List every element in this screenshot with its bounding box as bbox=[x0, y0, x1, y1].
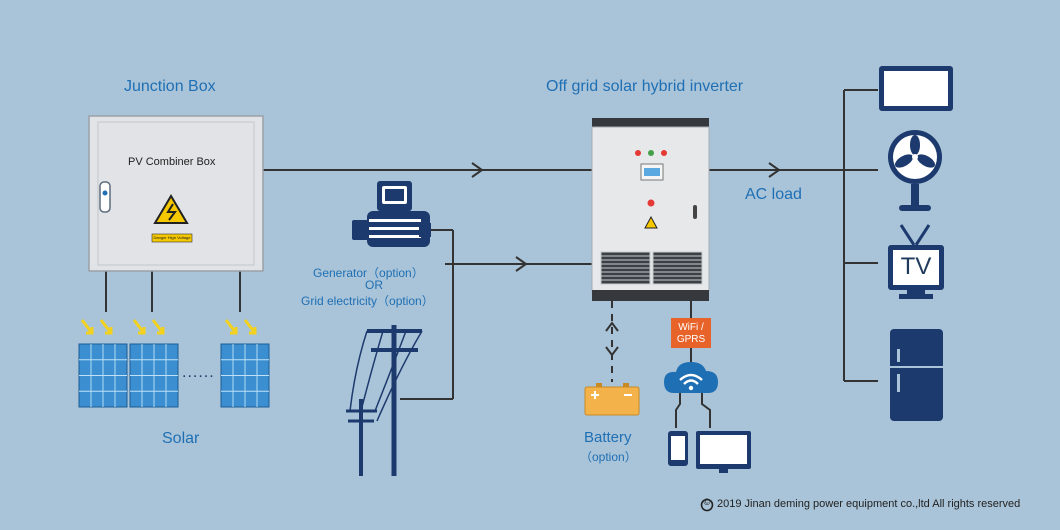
computer-icon bbox=[696, 431, 751, 473]
indicator-red bbox=[635, 150, 641, 156]
copyright-text: 2019 Jinan deming power equipment co.,lt… bbox=[717, 498, 1021, 510]
solar-label: Solar bbox=[162, 430, 200, 447]
generator-icon bbox=[352, 181, 431, 247]
warning-icon bbox=[153, 194, 189, 224]
junction-box-title: Junction Box bbox=[124, 78, 216, 95]
generator-option-label: Generator（option） bbox=[313, 266, 424, 280]
sunlight-rays bbox=[80, 319, 257, 335]
copyright-symbol: © bbox=[703, 497, 711, 507]
wifi-link bbox=[701, 393, 711, 428]
wifi-label: WiFi / bbox=[678, 322, 704, 333]
inverter-title: Off grid solar hybrid inverter bbox=[546, 78, 744, 95]
solar-panel-icon bbox=[78, 343, 270, 408]
tv-icon bbox=[888, 224, 944, 299]
wifi-gprs-module bbox=[671, 318, 711, 348]
warning-plate bbox=[151, 233, 193, 243]
door-handle bbox=[693, 205, 697, 219]
ac-load-label: AC load bbox=[745, 186, 802, 203]
tv-screen-label: TV bbox=[900, 253, 932, 280]
wifi-link bbox=[675, 393, 681, 428]
stop-button bbox=[647, 199, 655, 207]
wifi-cloud-icon bbox=[664, 362, 718, 393]
copyright-icon bbox=[700, 498, 714, 512]
fridge-icon bbox=[890, 329, 943, 421]
or-label: OR bbox=[365, 278, 383, 292]
phone-icon bbox=[668, 431, 688, 466]
junction-box bbox=[88, 115, 264, 272]
battery-icon bbox=[584, 383, 640, 416]
inverter-cabinet bbox=[591, 118, 710, 301]
battery-label: Battery bbox=[584, 429, 632, 446]
inverter-vent-grille bbox=[600, 251, 703, 285]
indicator-green bbox=[648, 150, 654, 156]
wiring bbox=[105, 89, 878, 400]
warning-icon bbox=[644, 215, 658, 229]
pv-combiner-box-label: PV Combiner Box bbox=[128, 156, 216, 168]
solar-panels-ellipsis: ...... bbox=[182, 364, 215, 381]
fan-icon bbox=[888, 130, 942, 211]
gprs-label: GPRS bbox=[676, 334, 706, 345]
battery-option-label: （option） bbox=[580, 450, 637, 464]
grid-electricity-option-label: Grid electricity（option） bbox=[301, 294, 434, 308]
indicator-red bbox=[661, 150, 667, 156]
power-pole-icon bbox=[346, 325, 423, 476]
warning-plate-text: Danger High Voltage bbox=[153, 235, 191, 240]
monitor-icon bbox=[879, 66, 953, 111]
